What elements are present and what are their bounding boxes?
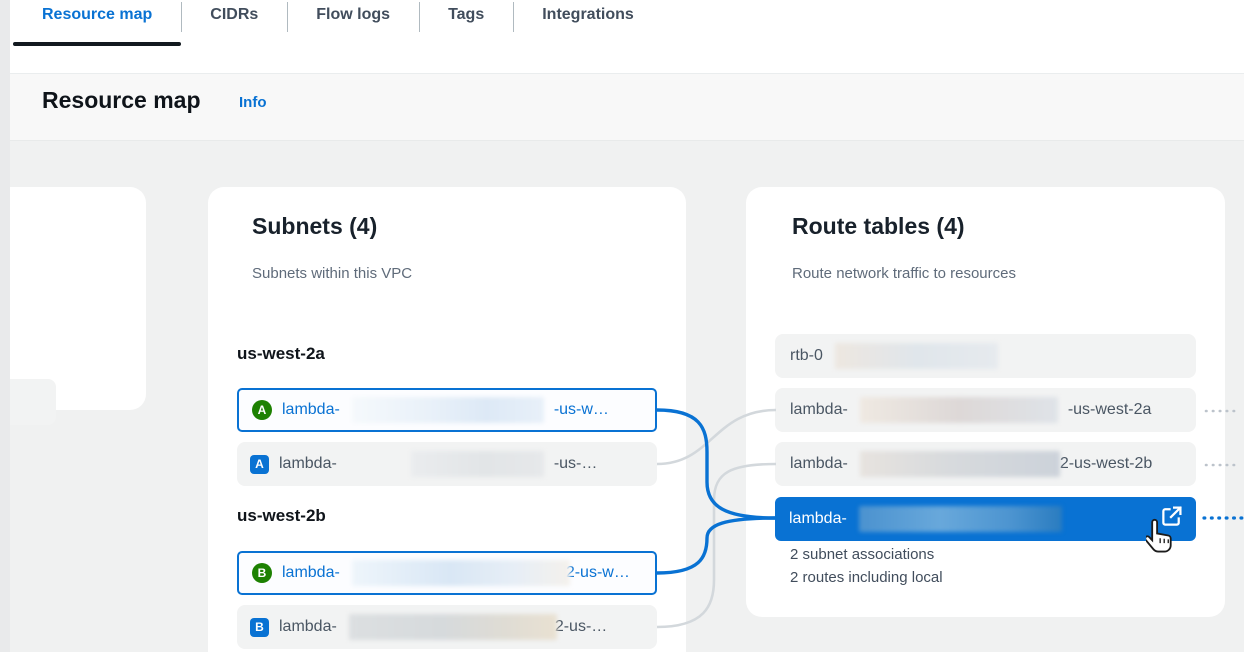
tab-label: Integrations: [542, 6, 634, 23]
tab-label: Flow logs: [316, 6, 391, 23]
az-b-badge-icon: B: [250, 617, 269, 637]
subnet-item-selected-b[interactable]: B lambda- 2-us-w…: [237, 551, 657, 595]
page-title: Resource map: [42, 87, 201, 113]
redacted-id: [351, 560, 570, 586]
tab-bar: Resource map CIDRs Flow logs Tags Integr…: [10, 0, 1244, 74]
az-group-label-us-west-2b: us-west-2b: [237, 506, 326, 525]
subnet-name-prefix: lambda-: [279, 455, 337, 472]
subnets-card-subtitle: Subnets within this VPC: [252, 265, 413, 282]
route-tables-card-subtitle: Route network traffic to resources: [792, 265, 1016, 282]
tab-resource-map[interactable]: Resource map: [13, 0, 182, 46]
page-header: Resource map Info: [10, 74, 1244, 141]
redacted-id: [859, 397, 1058, 423]
az-b-badge-icon: B: [252, 563, 272, 583]
tab-label: Resource map: [42, 6, 153, 23]
subnet-name-prefix: lambda-: [282, 401, 340, 418]
subnet-name-suffix: -us-w…: [553, 401, 609, 418]
tab-tags[interactable]: Tags: [419, 0, 513, 46]
info-link[interactable]: Info: [239, 94, 267, 111]
subnet-associations-count: 2 subnet associations: [790, 546, 935, 563]
subnet-name-suffix: -us-…: [553, 455, 598, 472]
vpc-card-partial: [10, 187, 146, 425]
redacted-id: [348, 614, 557, 640]
subnet-item-b[interactable]: B lambda- 2-us-…: [237, 605, 657, 649]
subnet-item-selected-a[interactable]: A lambda- -us-w…: [237, 388, 657, 432]
route-table-name-prefix: rtb-0: [790, 347, 823, 364]
routes-count: 2 routes including local: [790, 569, 943, 586]
redacted-id: [834, 343, 998, 369]
redacted-id: [858, 506, 1062, 532]
route-table-row-selected[interactable]: lambda-: [775, 497, 1196, 541]
redacted-id: [859, 451, 1060, 477]
vpc-item-partial[interactable]: [10, 379, 56, 425]
redacted-id: [351, 397, 544, 423]
tab-label: CIDRs: [210, 6, 259, 23]
subnet-name-prefix: lambda-: [282, 564, 340, 581]
resource-map-canvas: Subnets (4) Subnets within this VPC us-w…: [10, 141, 1244, 652]
subnet-name-suffix: 2-us-…: [554, 618, 608, 635]
subnet-name-prefix: lambda-: [279, 618, 337, 635]
az-group-label-us-west-2a: us-west-2a: [237, 344, 325, 363]
subnet-item-a[interactable]: A lambda- -us-…: [237, 442, 657, 486]
tab-integrations[interactable]: Integrations: [513, 0, 663, 46]
route-tables-card: Route tables (4) Route network traffic t…: [746, 187, 1225, 617]
az-a-badge-icon: A: [252, 400, 272, 420]
tab-cidrs[interactable]: CIDRs: [181, 0, 287, 46]
route-table-name-prefix: lambda-: [790, 401, 848, 418]
route-table-name-suffix: 2-us-west-2b: [1059, 455, 1153, 472]
route-table-row-us-west-2b[interactable]: lambda- 2-us-west-2b: [775, 442, 1196, 486]
tab-label: Tags: [448, 6, 485, 23]
route-table-name-prefix: lambda-: [790, 455, 848, 472]
route-tables-card-title: Route tables (4): [792, 213, 965, 239]
external-link-icon[interactable]: [1161, 506, 1182, 532]
route-table-row-us-west-2a[interactable]: lambda- -us-west-2a: [775, 388, 1196, 432]
subnets-card-title: Subnets (4): [252, 213, 378, 239]
tab-flow-logs[interactable]: Flow logs: [287, 0, 419, 46]
left-gutter: [0, 0, 10, 652]
route-table-row-rtb[interactable]: rtb-0: [775, 334, 1196, 378]
selected-route-table-details: 2 subnet associations 2 routes including…: [790, 543, 943, 589]
subnet-name-suffix: 2-us-w…: [565, 564, 630, 581]
route-table-name-suffix: -us-west-2a: [1067, 401, 1152, 418]
route-table-name-prefix: lambda-: [789, 510, 847, 527]
redacted-id: [410, 451, 544, 477]
subnets-card: Subnets (4) Subnets within this VPC us-w…: [208, 187, 686, 652]
az-a-badge-icon: A: [250, 454, 269, 474]
